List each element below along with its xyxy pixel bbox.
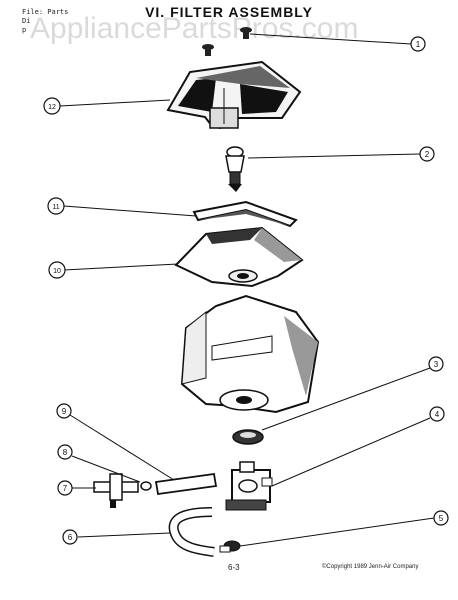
leader-lines — [59, 33, 435, 547]
grommet-part-3 — [232, 429, 264, 445]
callout-7: 7 — [57, 480, 73, 496]
header-line-3: p — [22, 26, 27, 34]
clamp-part-5 — [219, 540, 241, 553]
curved-hose-part-6 — [168, 507, 215, 557]
callout-4: 4 — [429, 406, 445, 422]
file-line: File: Parts — [22, 8, 69, 16]
page-number: 6-3 — [228, 563, 240, 572]
gasket-part-11 — [192, 200, 298, 228]
callout-3: 3 — [428, 356, 444, 372]
tray-part-10 — [174, 226, 304, 288]
callout-1-label: 1 — [416, 40, 421, 49]
callout-5-label: 5 — [439, 514, 444, 523]
callout-9: 9 — [56, 403, 72, 419]
callout-2: 2 — [419, 146, 435, 162]
callout-11: 11 — [47, 197, 65, 215]
callout-6-label: 6 — [68, 533, 73, 542]
callout-4-label: 4 — [435, 410, 440, 419]
callout-9-label: 9 — [62, 407, 67, 416]
clamp-part-8 — [140, 481, 152, 491]
plug-part-2 — [225, 146, 245, 192]
page-title: VI. FILTER ASSEMBLY — [145, 4, 313, 20]
callout-3-label: 3 — [434, 360, 439, 369]
fitting-part-7 — [93, 473, 139, 508]
callout-10-label: 10 — [53, 268, 61, 275]
callout-11-label: 11 — [52, 204, 59, 211]
copyright-notice: ©Copyright 1989 Jenn-Air Company — [322, 564, 419, 570]
header-line-2: Di — [22, 17, 31, 25]
callout-12: 12 — [43, 97, 61, 115]
callout-6: 6 — [62, 529, 78, 545]
screw-part-1 — [202, 27, 252, 56]
callout-8-label: 8 — [63, 448, 68, 457]
callout-2-label: 2 — [425, 150, 430, 159]
callout-5: 5 — [433, 510, 449, 526]
callout-1: 1 — [410, 36, 426, 52]
tube-part-9 — [154, 472, 218, 496]
callout-8: 8 — [57, 444, 73, 460]
pump-part-4 — [225, 461, 273, 511]
callout-10: 10 — [48, 261, 66, 279]
callout-7-label: 7 — [63, 484, 68, 493]
filter-grille-part-12 — [166, 60, 302, 130]
callout-12-label: 12 — [48, 104, 56, 111]
blower-housing — [180, 294, 320, 414]
